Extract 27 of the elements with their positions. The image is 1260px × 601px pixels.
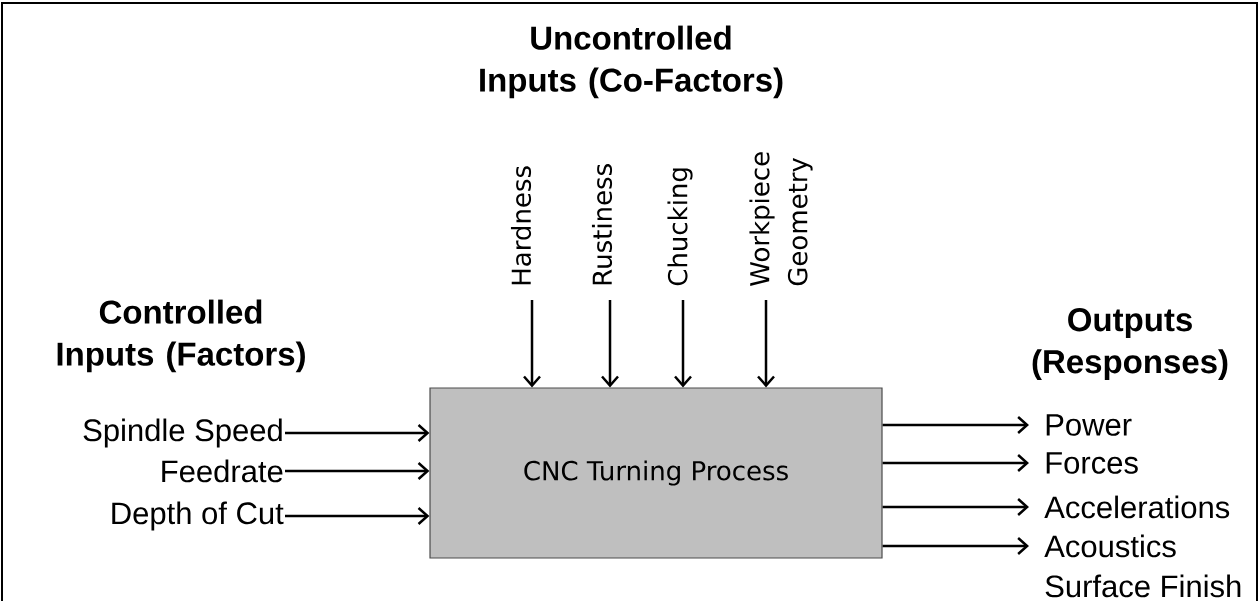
heading: Outputs (Responses) (1032, 308, 1228, 380)
heading: Uncontrolled Inputs (Co-Factors) (480, 25, 783, 99)
arrow (882, 537, 1029, 555)
output-label: Accelerations (1044, 495, 1230, 519)
co-factor-label: Rustiness (591, 164, 613, 285)
output-label: Power (1046, 414, 1132, 436)
input-label: Feedrate (162, 459, 283, 483)
arrow (285, 507, 430, 525)
process-box: CNC Turning Process (429, 387, 883, 559)
output-label: Surface Finish (1045, 574, 1241, 598)
arrow (601, 300, 619, 388)
output-label: Acoustics (1044, 534, 1176, 558)
co-factor-label: Chucking (667, 168, 693, 286)
output-label: Forces (1046, 452, 1138, 474)
arrow (523, 300, 541, 388)
arrow (882, 454, 1029, 472)
heading: Controlled Inputs (Factors) (57, 299, 305, 373)
co-factor-label: Hardness (510, 166, 532, 285)
arrow (285, 462, 430, 480)
arrow (882, 498, 1029, 516)
arrow (757, 300, 775, 388)
arrow (285, 424, 430, 442)
arrow (882, 416, 1029, 434)
arrow (674, 300, 692, 388)
input-label: Spindle Speed (83, 418, 282, 448)
co-factor-label: Workpiece Geometry (749, 152, 813, 286)
input-label: Depth of Cut (112, 501, 284, 531)
